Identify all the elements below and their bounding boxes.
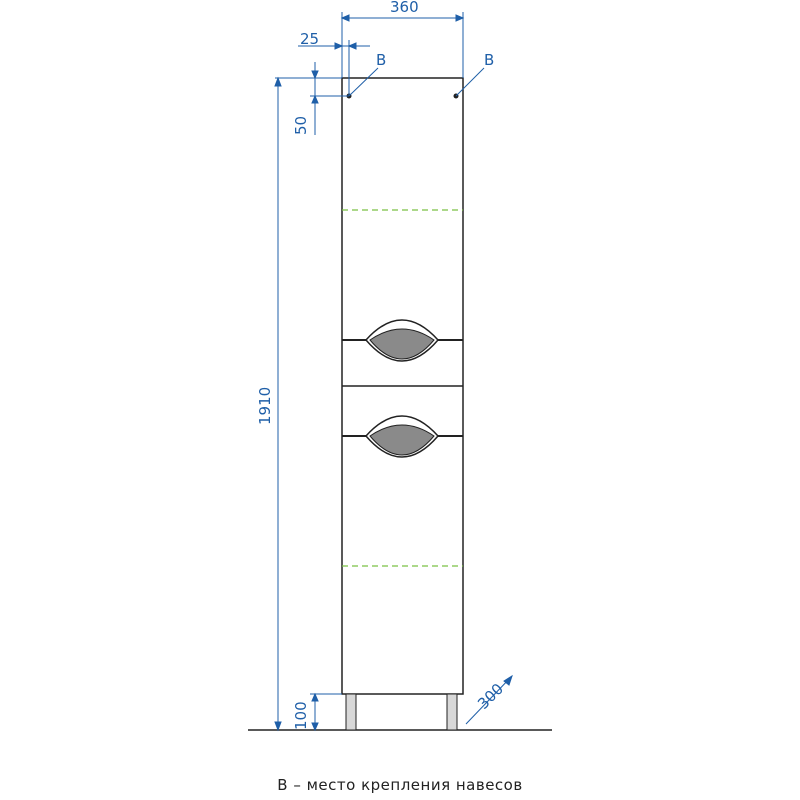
dimension-depth-label: 300 xyxy=(474,680,507,713)
dimension-leg-label: 100 xyxy=(292,701,310,730)
marker-label-left: B xyxy=(376,51,386,69)
dimension-leg xyxy=(310,692,342,732)
leg-left xyxy=(345,693,357,731)
dimension-hinge-side xyxy=(298,40,370,96)
dimension-width-label: 360 xyxy=(390,0,419,16)
dimension-width xyxy=(340,12,465,78)
leg-right xyxy=(446,693,458,731)
handle-bottom xyxy=(365,415,439,458)
marker-leader-right xyxy=(455,67,485,97)
dimension-hinge-side-label: 25 xyxy=(300,30,319,48)
marker-leader-left xyxy=(348,67,379,97)
marker-label-right: B xyxy=(484,51,494,69)
dimension-height xyxy=(274,76,282,732)
dimension-hinge-top-label: 50 xyxy=(292,116,310,135)
handle-top xyxy=(365,319,439,362)
dimension-depth xyxy=(465,674,513,725)
legend-caption: В – место крепления навесов xyxy=(277,776,523,794)
dimension-hinge-top xyxy=(275,62,349,135)
dimension-height-label: 1910 xyxy=(256,387,274,425)
